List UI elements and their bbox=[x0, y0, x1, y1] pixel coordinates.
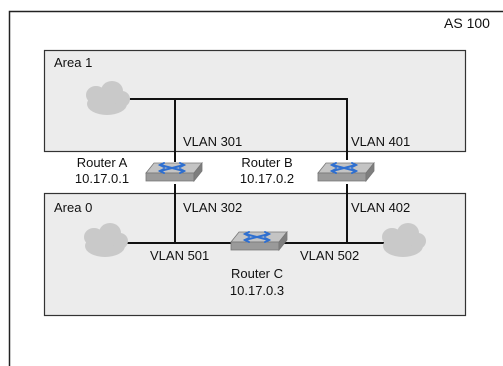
area-1-label: Area 1 bbox=[54, 55, 93, 70]
router-icon bbox=[317, 161, 375, 183]
router-a-ip: 10.17.0.1 bbox=[74, 171, 130, 186]
router-c-name: Router C bbox=[230, 266, 284, 281]
router-a-name: Router A bbox=[76, 155, 128, 170]
router-icon bbox=[230, 230, 288, 252]
vlan-401-label: VLAN 401 bbox=[351, 134, 411, 149]
link-area1-cloud bbox=[120, 98, 348, 160]
as-boundary bbox=[8, 10, 503, 366]
vlan-301-label: VLAN 301 bbox=[183, 134, 243, 149]
router-b-ip: 10.17.0.2 bbox=[239, 171, 295, 186]
router-b-name: Router B bbox=[241, 155, 293, 170]
vlan-402-label: VLAN 402 bbox=[351, 200, 411, 215]
router-icon bbox=[145, 161, 203, 183]
router-c-ip: 10.17.0.3 bbox=[229, 283, 285, 298]
as-label: AS 100 bbox=[444, 15, 490, 31]
area-0-label: Area 0 bbox=[54, 200, 93, 215]
vlan-502-label: VLAN 502 bbox=[300, 248, 360, 263]
vlan-302-label: VLAN 302 bbox=[183, 200, 243, 215]
vlan-501-label: VLAN 501 bbox=[150, 248, 210, 263]
